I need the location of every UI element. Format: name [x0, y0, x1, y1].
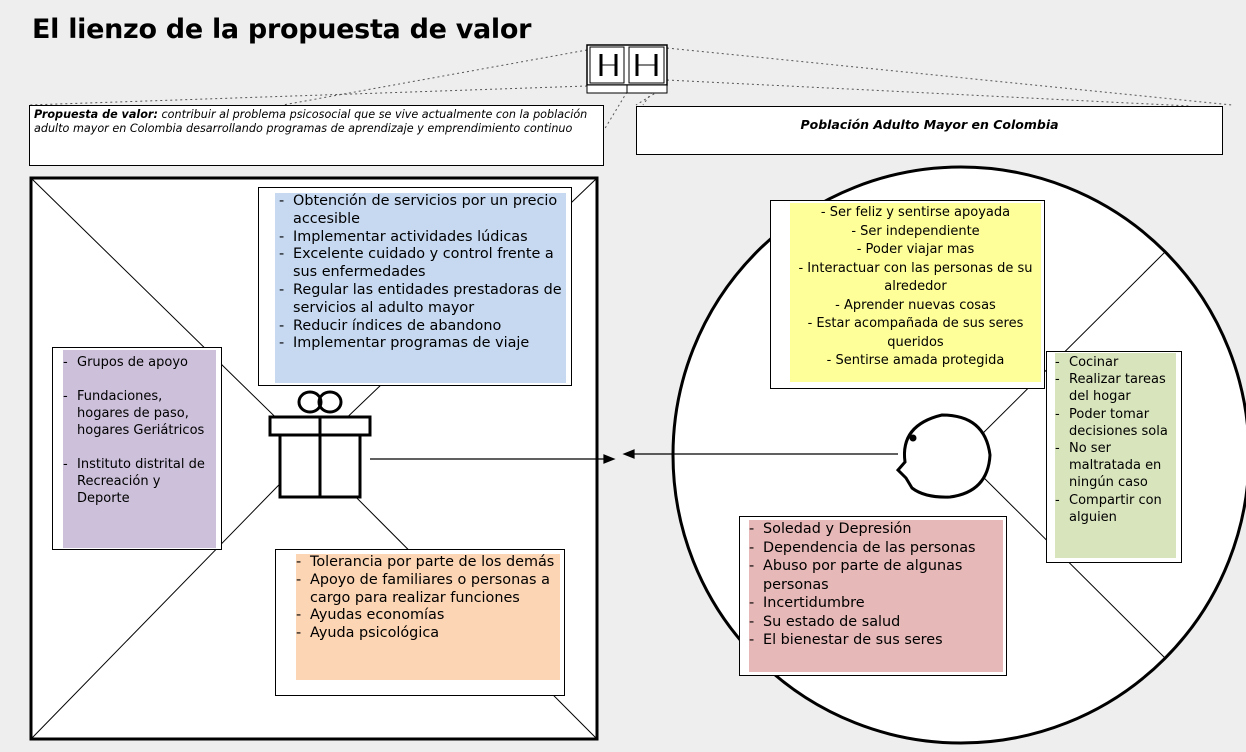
customer-jobs-list: Cocinar Realizar tareas del hogar Poder … — [1055, 353, 1176, 558]
list-item: Tolerancia por parte de los demás — [296, 554, 560, 572]
list-item: - Ser independiente — [851, 223, 980, 239]
list-item: - Aprender nuevas cosas — [835, 297, 996, 313]
face-icon — [895, 413, 992, 499]
gain-creators-list: Obtención de servicios por un precio acc… — [275, 193, 566, 383]
list-item: Grupos de apoyo — [63, 354, 216, 371]
list-item: Poder tomar decisiones sola — [1055, 406, 1176, 440]
list-item: El bienestar de sus seres — [749, 631, 1003, 650]
list-item: Instituto distrital de Recreación y Depo… — [63, 456, 216, 507]
list-item: Ayuda psicológica — [296, 625, 560, 643]
fit-arrow — [370, 449, 898, 464]
list-item: - Estar acompañada de sus seres queridos — [807, 316, 1024, 350]
customer-segment-box: Población Adulto Mayor en Colombia — [636, 106, 1223, 155]
customer-segment-label: Población Adulto Mayor en Colombia — [800, 117, 1059, 132]
pains-list: Soledad y Depresión Dependencia de las p… — [749, 520, 1003, 672]
list-item: Compartir con alguien — [1055, 492, 1176, 526]
list-item: - Interactuar con las personas de su alr… — [798, 260, 1033, 295]
list-item: No ser maltratada en ningún caso — [1055, 440, 1176, 492]
list-item: Excelente cuidado y control frente a sus… — [279, 246, 566, 282]
list-item: Fundaciones, hogares de paso, hogares Ge… — [63, 388, 216, 439]
value-proposition-label: Propuesta de valor: — [34, 108, 158, 121]
list-item: Implementar programas de viaje — [279, 335, 566, 353]
list-item: Implementar actividades lúdicas — [279, 229, 566, 247]
list-item: Apoyo de familiares o personas a cargo p… — [296, 572, 560, 608]
list-item: - Poder viajar mas — [856, 242, 975, 257]
list-item: Ayudas economías — [296, 607, 560, 625]
list-item: Dependencia de las personas — [749, 539, 1003, 558]
list-item: - Sentirse amada protegida — [826, 353, 1005, 368]
list-item: Su estado de salud — [749, 613, 1003, 632]
pain-relievers-list: Tolerancia por parte de los demás Apoyo … — [296, 554, 560, 680]
list-item: Obtención de servicios por un precio acc… — [279, 193, 566, 229]
gains-list: - Ser feliz y sentirse apoyada - Ser ind… — [790, 203, 1041, 382]
products-services-list: Grupos de apoyo Fundaciones, hogares de … — [63, 350, 216, 548]
list-item: Reducir índices de abandono — [279, 318, 566, 336]
list-item: Regular las entidades prestadoras de ser… — [279, 282, 566, 318]
value-proposition-text: contribuir al problema psicosocial que s… — [34, 108, 588, 135]
list-item: Cocinar — [1055, 354, 1176, 371]
gift-icon — [268, 390, 372, 499]
list-item: Soledad y Depresión — [749, 520, 1003, 539]
list-item: Abuso por parte de algunas personas — [749, 557, 1003, 594]
list-item: Realizar tareas del hogar — [1055, 371, 1176, 405]
page-title: El lienzo de la propuesta de valor — [32, 14, 532, 45]
value-proposition-box: Propuesta de valor: contribuir al proble… — [29, 105, 604, 166]
list-item: Incertidumbre — [749, 594, 1003, 613]
canvas-thumbnail-icon — [586, 44, 668, 94]
list-item: - Ser feliz y sentirse apoyada — [820, 205, 1011, 220]
